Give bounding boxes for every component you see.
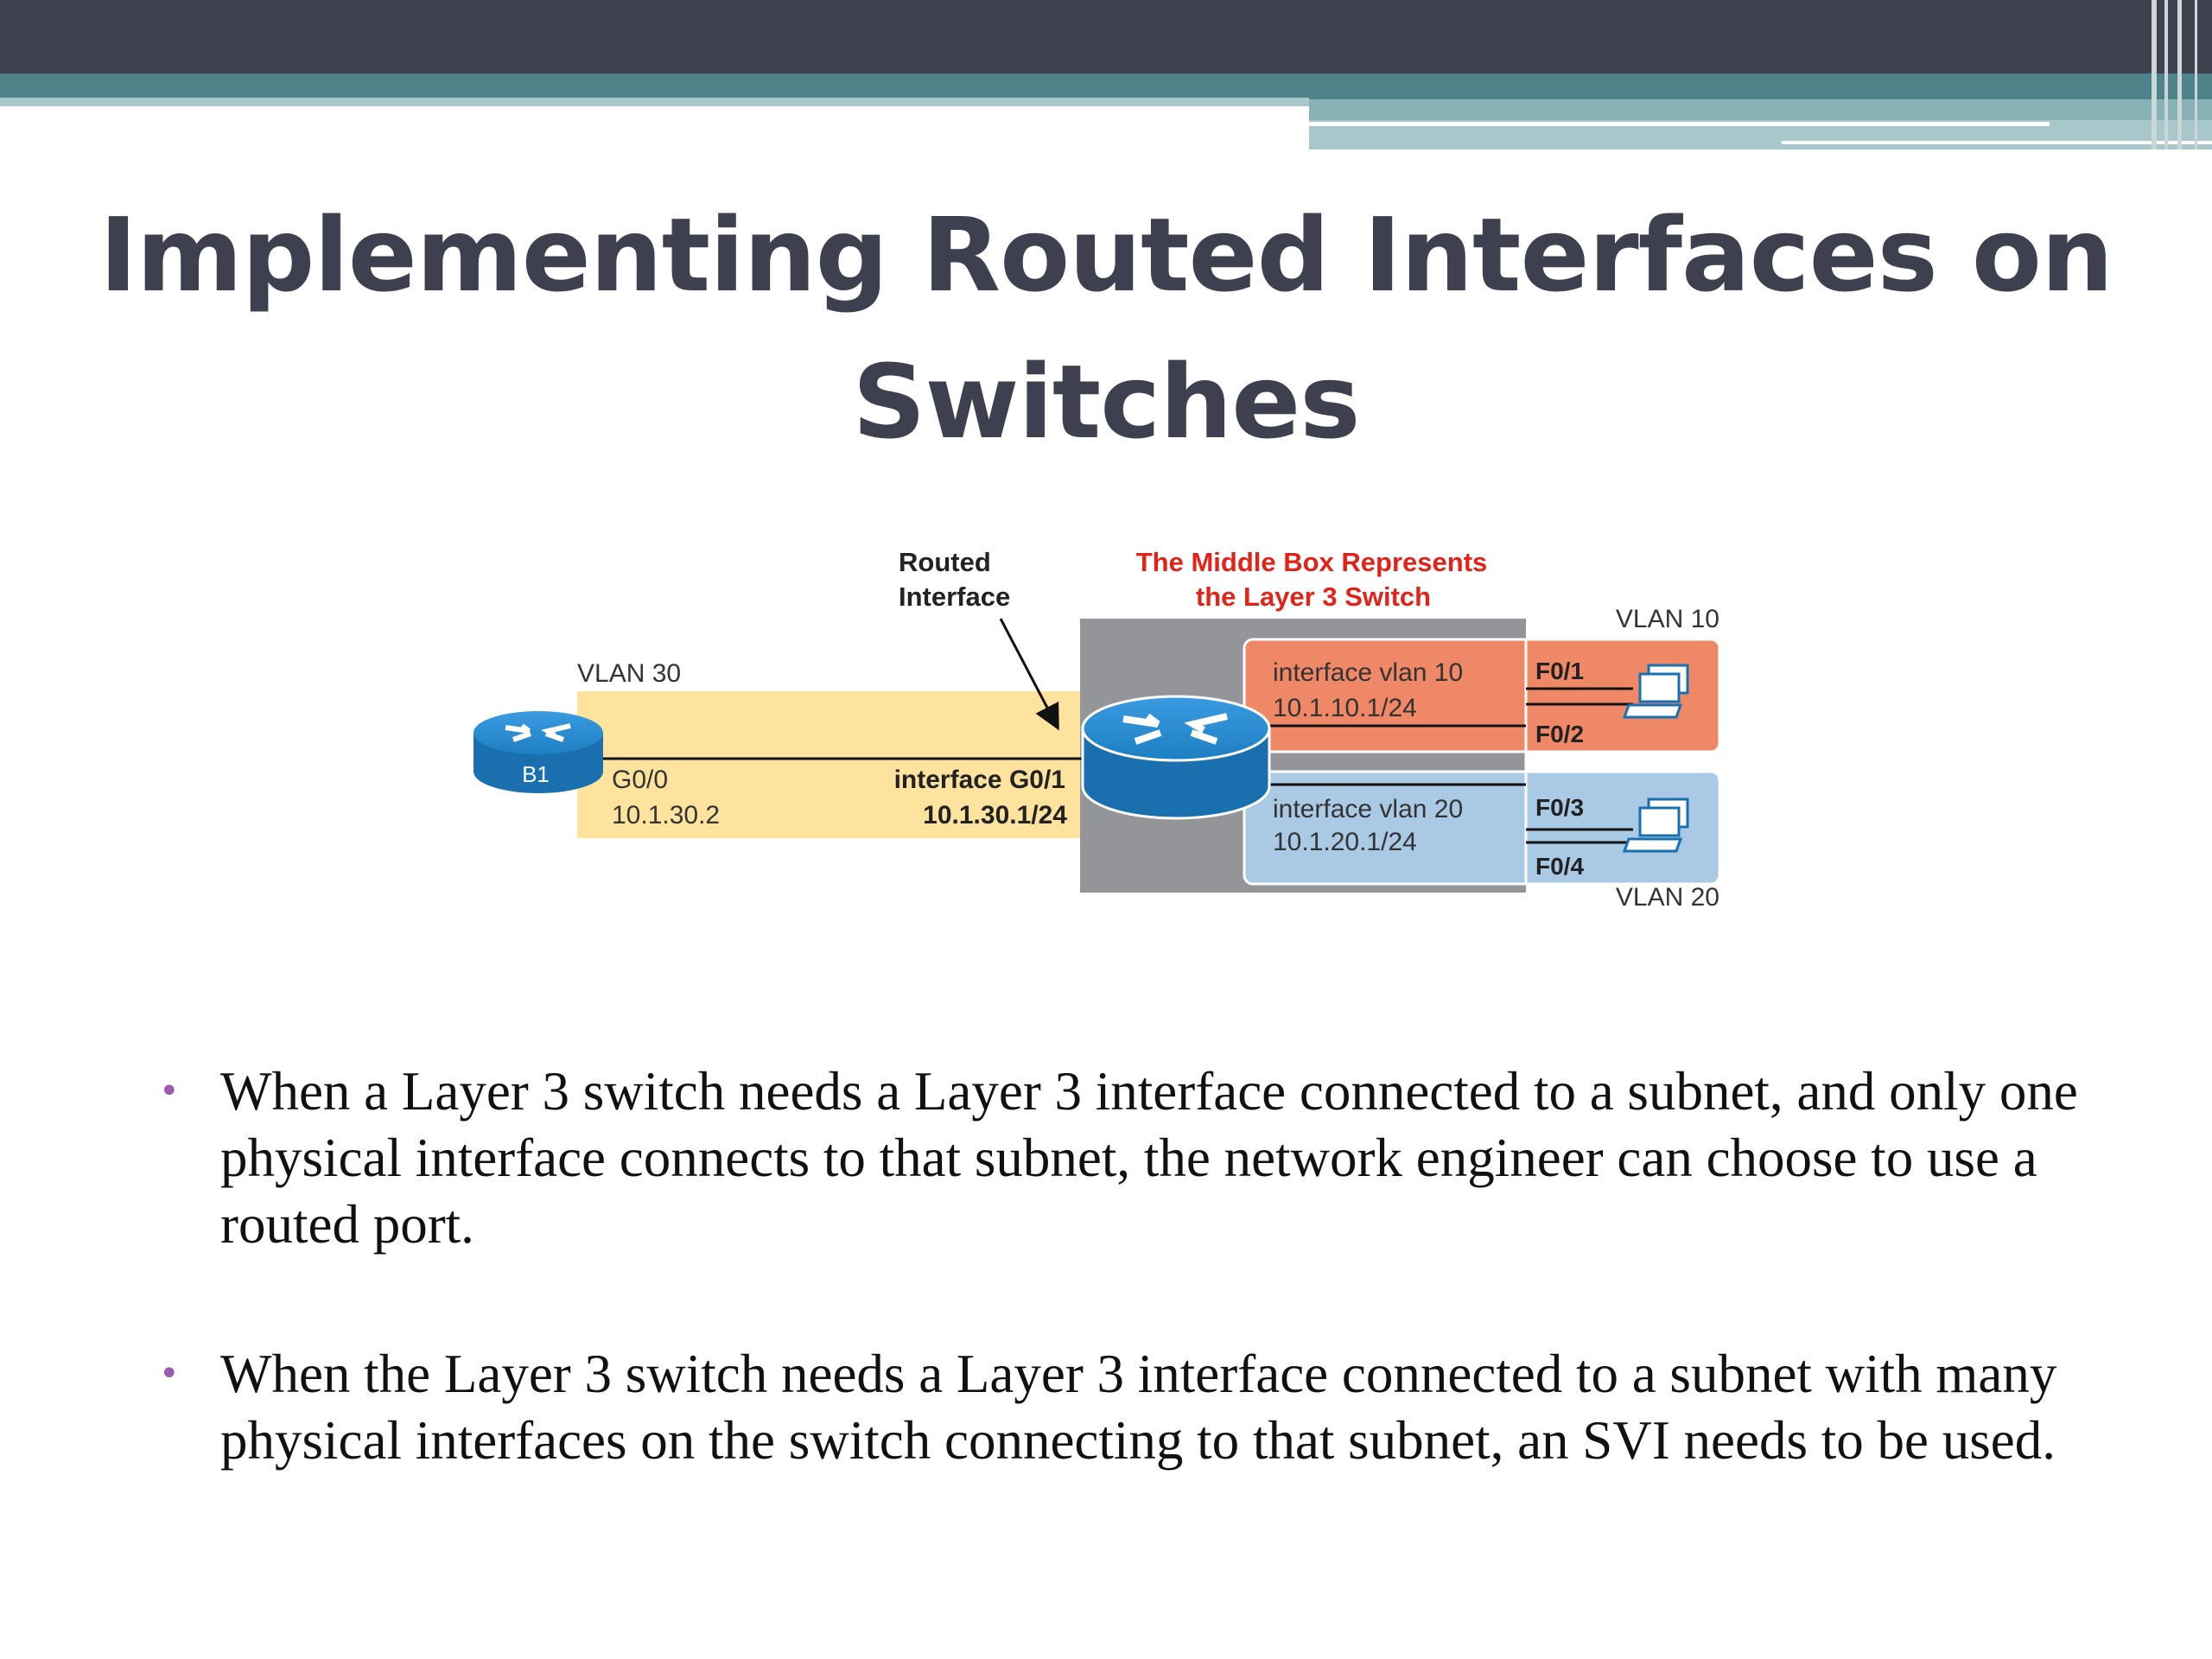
header-accent-right [1309,99,2212,120]
slide-title-line-1: Implementing Routed Interfaces on [99,195,2113,315]
port-f03-label: F0/3 [1535,794,1584,821]
bullet-list: • When a Layer 3 switch needs a Layer 3 … [156,1058,2108,1557]
vlan30-region [577,691,1083,838]
router-b1-label: B1 [522,761,550,787]
header-accent-bar [0,73,2212,99]
vlan20-region [1243,770,1721,886]
header-divider-line-2 [1782,141,2212,144]
header-stripe [2164,0,2168,149]
bullet-text: When the Layer 3 switch needs a Layer 3 … [220,1344,2057,1471]
header-stripe [2177,0,2182,149]
pc-icon [1622,664,1689,719]
port-f02-label: F0/2 [1535,721,1584,747]
vlan20-label: VLAN 20 [1616,883,1719,912]
routed-interface-label-1: Routed [899,547,991,577]
routed-interface-label-2: Interface [899,582,1010,612]
middle-box-annotation-2: the Layer 3 Switch [1196,582,1431,612]
header-accent-line [0,98,1309,106]
slide-title: Implementing Routed Interfaces on Switch… [0,181,2212,475]
vlan10-label: VLAN 10 [1616,605,1719,633]
svi20-ip-label: 10.1.20.1/24 [1273,828,1417,856]
slide-title-line-2: Switches [852,342,1360,461]
network-diagram: Routed Interface The Middle Box Represen… [474,547,1721,912]
bullet-item: • When a Layer 3 switch needs a Layer 3 … [156,1058,2108,1258]
header-stripe [2152,0,2157,149]
header-stripe [2195,0,2197,149]
bullet-item: • When the Layer 3 switch needs a Layer … [156,1341,2108,1474]
port-f01-label: F0/1 [1535,658,1584,684]
header-divider-line [1309,122,2050,126]
switch-ip-label: 10.1.30.1/24 [923,801,1067,830]
router-b1-icon [474,711,603,793]
svi10-name-label: interface vlan 10 [1273,658,1463,687]
svi20-name-label: interface vlan 20 [1273,795,1463,823]
bullet-text: When a Layer 3 switch needs a Layer 3 in… [220,1061,2078,1255]
port-f04-label: F0/4 [1535,853,1584,880]
switch-interface-label: interface G0/1 [894,766,1065,794]
layer3-router-icon [1081,695,1271,820]
b1-interface-label: G0/0 [612,766,668,794]
vlan10-region [1243,638,1721,753]
header-bar [0,0,2212,73]
middle-box-annotation-1: The Middle Box Represents [1136,547,1488,577]
bullet-marker: • [159,1354,180,1394]
vlan30-label: VLAN 30 [577,659,681,688]
svi10-ip-label: 10.1.10.1/24 [1273,694,1417,722]
b1-ip-label: 10.1.30.2 [612,801,720,830]
pc-icon [1622,798,1689,853]
routed-interface-arrow [999,618,1059,731]
bullet-marker: • [159,1071,180,1111]
